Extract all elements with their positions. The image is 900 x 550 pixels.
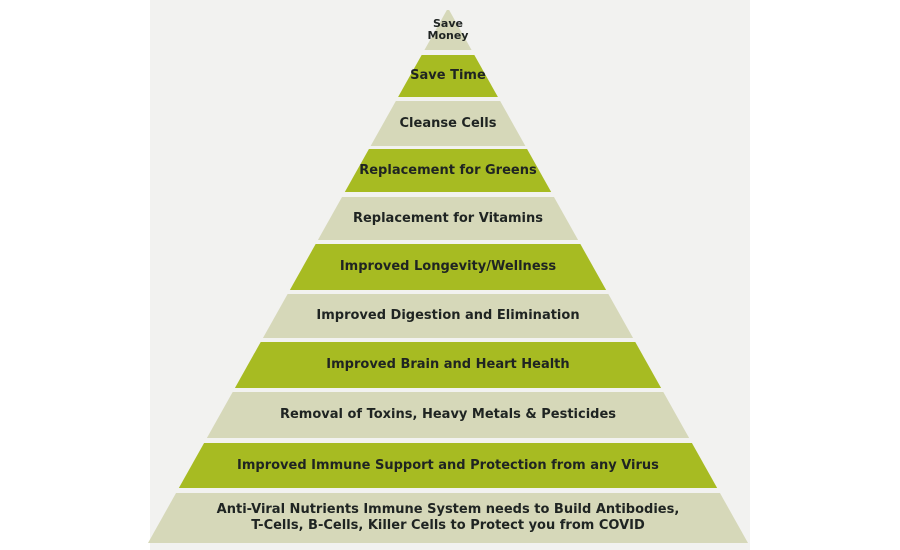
tier-longevity (289, 244, 607, 290)
tier-replacement-greens (344, 149, 552, 192)
tier-label-brain-heart: Improved Brain and Heart Health (326, 357, 570, 372)
tier-label-immune-support: Improved Immune Support and Protection f… (237, 457, 659, 473)
tier-label-anti-viral: Anti-Viral Nutrients Immune System needs… (216, 502, 680, 533)
tier-label-cleanse-cells: Cleanse Cells (399, 115, 497, 131)
tier-replacement-vitamins (317, 197, 579, 240)
tier-brain-heart (234, 342, 662, 388)
tier-label-longevity: Improved Longevity/Wellness (339, 259, 557, 274)
tier-label-save-time: Save Time (410, 68, 486, 83)
tier-save-time (398, 55, 498, 97)
tier-toxins (206, 392, 690, 438)
tier-anti-viral (148, 493, 748, 543)
tier-cleanse-cells (370, 101, 526, 146)
tier-label-save-money: Save Money (427, 17, 469, 42)
tier-save-money (424, 10, 472, 50)
tier-label-digestion: Improved Digestion and Elimination (316, 308, 580, 323)
tier-label-replacement-vitamins: Replacement for Vitamins (352, 210, 544, 226)
tier-immune-support (178, 443, 718, 488)
tier-label-toxins: Removal of Toxins, Heavy Metals & Pestic… (279, 407, 617, 422)
tier-digestion (262, 294, 634, 338)
tier-label-replacement-greens: Replacement for Greens (359, 162, 537, 178)
